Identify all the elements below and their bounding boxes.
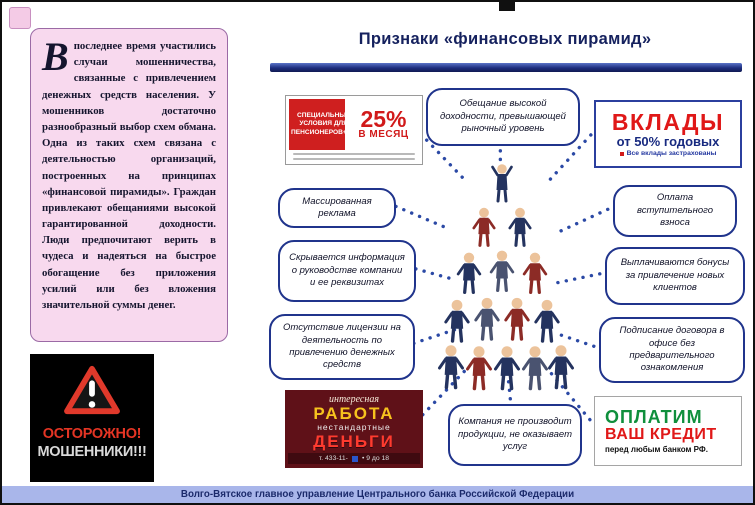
sign-bubble-hidden-info: Скрывается информация о руководстве комп… [278, 240, 416, 302]
ad-deposits-note: Все вклады застрахованы [620, 150, 717, 157]
ad-job-line2: РАБОТА [313, 403, 395, 423]
ad-pensioners-rate: 25% [360, 105, 407, 132]
ad-pensioners-period: В МЕСЯЦ [358, 129, 409, 141]
sign-bubble-entry-fee-text: Оплата вступительного взноса [636, 192, 714, 229]
intro-text-box: В последнее время участились случаи моше… [30, 28, 228, 342]
ad-job-phone: т. 433-11- [318, 455, 348, 463]
warning-box: ОСТОРОЖНО! МОШЕННИКИ!!! [30, 354, 154, 482]
title-underline-bar [270, 63, 742, 72]
sign-bubble-no-product-text: Компания не производит продукции, не ока… [458, 416, 572, 453]
sign-bubble-advertising-text: Массированная реклама [302, 195, 372, 219]
sign-bubble-no-product: Компания не производит продукции, не ока… [448, 404, 582, 466]
human-pyramid-illustration [437, 162, 575, 391]
footer-text: Волго-Вятское главное управление Централ… [180, 489, 575, 500]
sign-bubble-no-license: Отсутствие лицензии на деятельность по п… [269, 314, 415, 380]
sign-bubble-bonuses: Выплачиваются бонусы за привлечение новы… [605, 247, 745, 305]
ad-deposits-title: ВКЛАДЫ [611, 108, 725, 135]
ad-job-contact-strip: т. 433-11- • 9 до 18 [288, 453, 420, 465]
ad-job-hours: • 9 до 18 [361, 455, 390, 463]
sign-bubble-bonuses-text: Выплачиваются бонусы за привлечение новы… [620, 257, 730, 294]
page-title: Признаки «финансовых пирамид» [358, 30, 652, 48]
ad-pensioners-fineprint-lines [289, 150, 419, 161]
ad-job-line1: интересная [329, 393, 379, 405]
corner-pink-chip [9, 7, 31, 29]
sign-bubble-advertising: Массированная реклама [278, 188, 396, 228]
ad-credit-line3: перед любым банком РФ. [605, 444, 708, 454]
sign-bubble-contract: Подписание договора в офисе без предвари… [599, 317, 745, 383]
warning-triangle-icon [64, 365, 120, 415]
ad-credit: ОПЛАТИМ ВАШ КРЕДИТ перед любым банком РФ… [594, 396, 742, 466]
sign-bubble-promise-text: Обещание высокой доходности, превышающей… [440, 98, 566, 135]
ad-pensioners: СПЕЦИАЛЬНЫЕ УСЛОВИЯ ДЛЯ ПЕНСИОНЕРОВ+1% 2… [285, 95, 423, 165]
warning-line2: МОШЕННИКИ!!! [37, 444, 147, 461]
ad-job-line4: ДЕНЬГИ [313, 431, 395, 451]
ad-job-mini-logo [351, 455, 358, 462]
intro-text: последнее время участились случаи мошенн… [42, 40, 216, 311]
ad-credit-line2: ВАШ КРЕДИТ [605, 425, 717, 443]
ad-job: интересная РАБОТА нестандартные ДЕНЬГИ т… [285, 390, 423, 468]
ad-job-line3: нестандартные [317, 422, 391, 433]
ad-deposits-subtitle: от 50% годовых [616, 133, 720, 149]
sign-bubble-promise: Обещание высокой доходности, превышающей… [426, 88, 580, 146]
sign-bubble-contract-text: Подписание договора в офисе без предвари… [619, 325, 725, 374]
sign-bubble-entry-fee: Оплата вступительного взноса [613, 185, 737, 237]
sign-bubble-no-license-text: Отсутствие лицензии на деятельность по п… [283, 322, 401, 371]
scan-artifact-tick [499, 2, 515, 11]
ad-credit-line1: ОПЛАТИМ [605, 406, 703, 427]
ad-pensioners-ribbon: СПЕЦИАЛЬНЫЕ УСЛОВИЯ ДЛЯ ПЕНСИОНЕРОВ+1% [289, 99, 356, 150]
intro-dropcap: В [42, 34, 69, 79]
footer-strip: Волго-Вятское главное управление Централ… [2, 486, 753, 503]
ad-deposits: ВКЛАДЫ от 50% годовых Все вклады застрах… [594, 100, 742, 168]
sign-bubble-hidden-info-text: Скрывается информация о руководстве комп… [289, 252, 405, 289]
warning-line1: ОСТОРОЖНО! [42, 426, 142, 442]
